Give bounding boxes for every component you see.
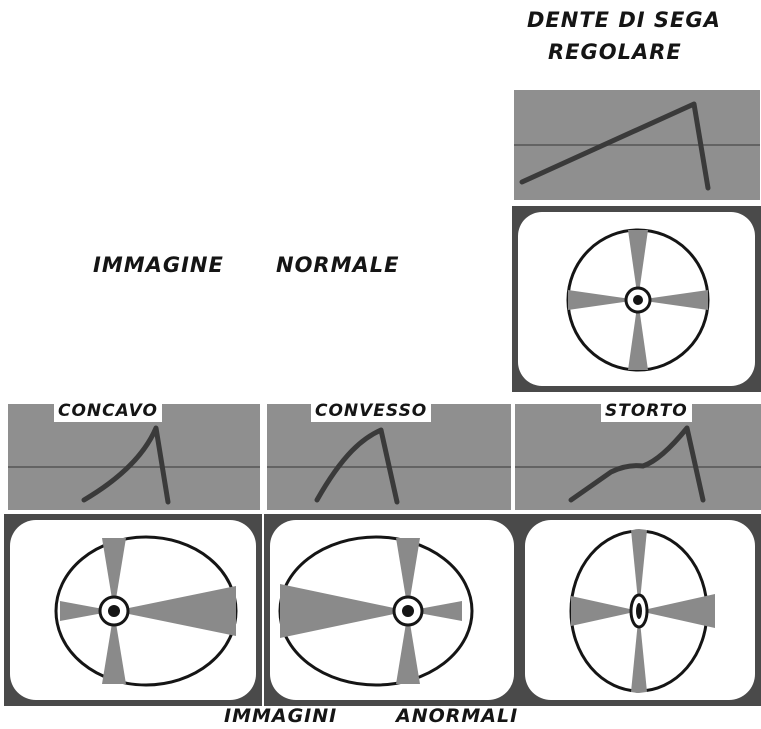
tv-convex — [264, 514, 520, 706]
convex-label: CONVESSO — [311, 400, 432, 422]
scope-twisted: STORTO — [515, 400, 761, 510]
normal-caption-word-2: NORMALE — [276, 253, 400, 277]
twisted-label: STORTO — [601, 400, 692, 422]
tv-normal — [512, 206, 761, 392]
scope-convex: CONVESSO — [267, 400, 511, 510]
scope-normal-trace — [514, 101, 760, 191]
tv-twisted — [519, 514, 761, 706]
footer-word-1: IMMAGINI — [224, 705, 338, 727]
scope-concave-trace — [8, 425, 260, 505]
scope-twisted-trace — [515, 425, 761, 503]
tv-twisted-picture — [525, 520, 755, 700]
header-line-1: DENTE DI SEGA — [527, 8, 721, 32]
tv-convex-picture — [270, 520, 514, 700]
tv-concave — [4, 514, 262, 706]
tv-normal-picture — [518, 212, 755, 386]
concave-label: CONCAVO — [54, 400, 162, 422]
scope-convex-trace — [267, 427, 511, 505]
header-line-2: REGOLARE — [548, 40, 682, 64]
scope-normal-sawtooth — [514, 90, 760, 200]
normal-caption-word-1: IMMAGINE — [93, 253, 224, 277]
scope-concave: CONCAVO — [8, 400, 260, 510]
tv-concave-picture — [10, 520, 256, 700]
footer-word-2: ANORMALI — [396, 705, 519, 727]
